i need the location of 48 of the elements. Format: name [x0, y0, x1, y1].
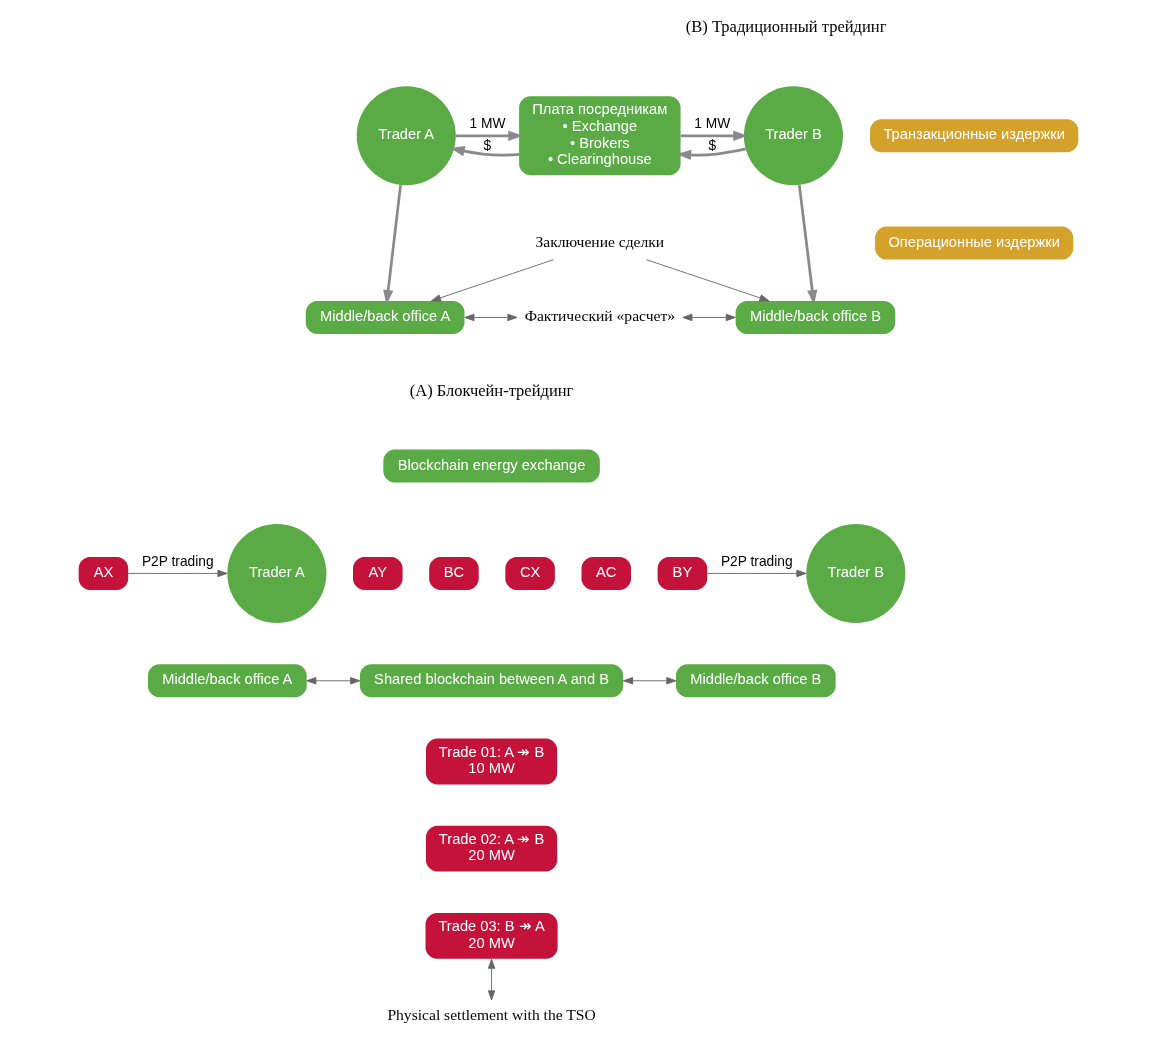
- arrow: [127, 569, 228, 578]
- arrow: [706, 569, 807, 578]
- node-box: Trade 01: A ↠ B 10 MW: [425, 738, 558, 785]
- node-box: BC: [429, 556, 479, 590]
- node-circle: Trader A: [356, 86, 456, 186]
- arrow: [455, 130, 523, 141]
- edge-label: P2P trading: [720, 554, 793, 570]
- node-text: Physical settlement with the TSO: [387, 1006, 596, 1024]
- node-box: CX: [505, 556, 555, 590]
- arrow: [430, 259, 554, 302]
- node-box: Trade 02: A ↠ B 20 MW: [425, 825, 558, 872]
- node-text: Заключение сделки: [535, 232, 665, 250]
- node-box: AY: [353, 556, 403, 590]
- node-circle: Trader B: [743, 86, 843, 186]
- node-box: Транзакционные издержки: [870, 119, 1079, 153]
- node-box: Операционные издержки: [875, 226, 1074, 260]
- node-box: Middle/back office B: [676, 664, 836, 698]
- label: (A) Блокчейн-трейдинг: [409, 380, 574, 400]
- arrow: [680, 130, 748, 141]
- node-box: Плата посредникам • Exchange • Brokers • Clearinghouse: [519, 96, 681, 176]
- node-box: BY: [657, 556, 708, 590]
- arrow: [487, 958, 496, 1001]
- edge-label: 1 MW: [469, 116, 506, 132]
- node-circle: Trader A: [227, 523, 327, 623]
- node-text: Фактический «расчет»: [524, 307, 676, 325]
- arrow: [622, 677, 677, 685]
- arrow: [676, 147, 746, 161]
- arrow: [798, 184, 818, 305]
- edge-label: 1 MW: [694, 116, 731, 132]
- arrow: [449, 146, 520, 157]
- label: (B) Традиционный трейдинг: [685, 17, 887, 37]
- node-box: Blockchain energy exchange: [383, 449, 600, 483]
- node-box: Middle/back office A: [147, 664, 307, 698]
- arrow: [645, 259, 770, 302]
- arrow: [682, 313, 736, 322]
- node-box: Middle/back office B: [735, 300, 896, 334]
- node-circle: Trader B: [806, 523, 906, 623]
- node-box: Trade 03: B ↠ A 20 MW: [425, 912, 558, 959]
- edge-label: P2P trading: [141, 554, 214, 570]
- node-box: AC: [581, 556, 632, 590]
- node-box: AX: [78, 556, 129, 590]
- edge-label: $: [708, 137, 717, 153]
- arrow: [464, 313, 518, 322]
- edge-label: $: [483, 137, 492, 153]
- node-box: Middle/back office A: [305, 300, 465, 334]
- arrow: [306, 677, 361, 685]
- arrow: [383, 184, 402, 305]
- node-box: Shared blockchain between A and B: [359, 664, 624, 698]
